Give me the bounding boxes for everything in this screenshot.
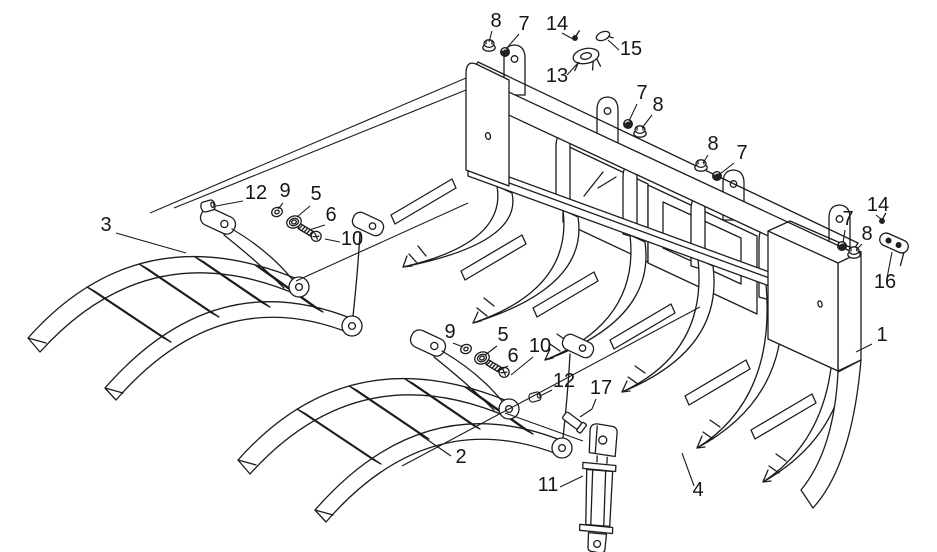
flange-nut-8 — [694, 159, 708, 172]
callout-part-10: 10 — [341, 228, 363, 250]
flat-washer-9 — [458, 342, 474, 356]
callout-part-8: 8 — [652, 94, 663, 116]
callout-part-13: 13 — [546, 65, 568, 87]
frame-gusset — [583, 171, 617, 197]
callout-part-9: 9 — [444, 321, 455, 343]
frame-right-end-plate — [767, 220, 862, 509]
callout-part-4: 4 — [692, 479, 703, 501]
main-rake-frame — [390, 44, 862, 509]
callout-part-7: 7 — [736, 142, 747, 164]
hydraulic-cylinder — [578, 423, 618, 552]
set-pin-14 — [571, 29, 581, 42]
callout-part-12: 12 — [553, 370, 575, 392]
frame-left-post — [465, 62, 510, 187]
callout-labels: 8 7 14 15 13 7 8 8 7 14 7 8 16 3 12 9 5 … — [100, 10, 896, 501]
callout-part-14: 14 — [867, 194, 889, 216]
callout-part-10: 10 — [529, 335, 551, 357]
hex-nut-7 — [622, 118, 634, 130]
callout-part-8: 8 — [861, 223, 872, 245]
callout-part-12: 12 — [245, 182, 267, 204]
hex-nut-7 — [499, 46, 511, 58]
callout-part-2: 2 — [455, 446, 466, 468]
callout-part-16: 16 — [874, 271, 896, 293]
hex-nut-7 — [836, 240, 848, 252]
flange-nut-8 — [633, 125, 647, 138]
callout-part-3: 3 — [100, 214, 111, 236]
callout-part-14: 14 — [546, 13, 568, 35]
callout-part-6: 6 — [507, 345, 518, 367]
callout-part-5: 5 — [310, 183, 321, 205]
flat-washer-9 — [269, 205, 285, 219]
tine-serrations — [402, 245, 787, 483]
callout-part-1: 1 — [876, 324, 887, 346]
callout-part-17: 17 — [590, 377, 612, 399]
callout-part-8: 8 — [490, 10, 501, 32]
callout-part-15: 15 — [620, 38, 642, 60]
grapple-arm-upper — [27, 204, 387, 401]
rake-tines — [390, 178, 849, 483]
link-bracket-16 — [872, 230, 911, 267]
callout-leaders — [115, 30, 893, 488]
hex-bolt-6-10 — [295, 221, 324, 244]
clamp-plate-13 — [570, 45, 603, 75]
callout-part-7: 7 — [518, 13, 529, 35]
callout-part-7: 7 — [842, 208, 853, 230]
callout-part-5: 5 — [497, 324, 508, 346]
assembly-lines — [149, 77, 701, 467]
callout-part-7: 7 — [636, 82, 647, 104]
tine-wear-bars — [390, 178, 817, 440]
hex-nut-7 — [711, 170, 723, 182]
callout-part-6: 6 — [325, 204, 336, 226]
callout-part-8: 8 — [707, 133, 718, 155]
callout-part-9: 9 — [279, 180, 290, 202]
callout-part-11: 11 — [538, 474, 559, 496]
end-tine-curve — [800, 359, 862, 509]
flange-nut-8 — [847, 246, 861, 259]
